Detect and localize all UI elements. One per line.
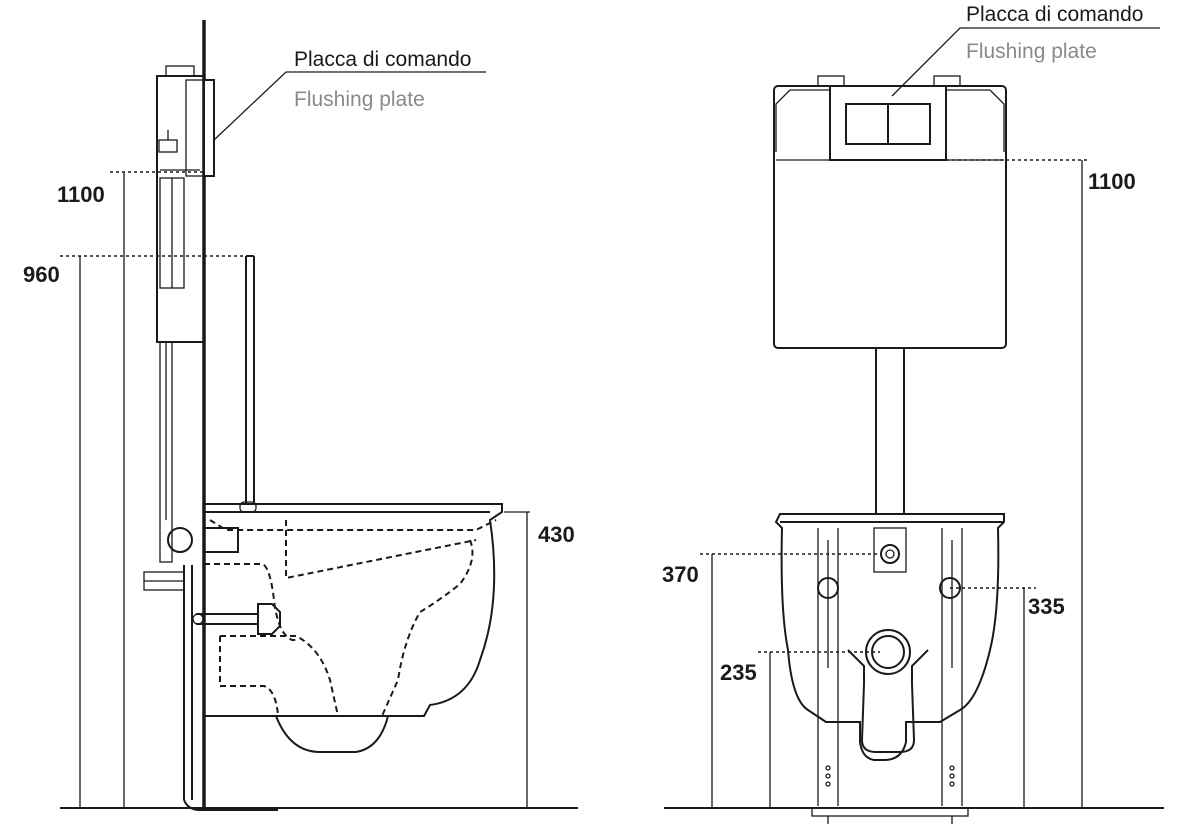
front-dim-370: 370 xyxy=(662,562,699,587)
side-dimension-lines xyxy=(60,171,530,808)
front-dimension-lines xyxy=(700,159,1090,808)
front-dim-335: 335 xyxy=(1028,594,1065,619)
side-seat-lid xyxy=(239,255,257,513)
front-flushing-plate xyxy=(829,85,947,161)
side-dim-1100: 1100 xyxy=(57,182,105,207)
side-view xyxy=(60,20,578,811)
front-callout-title: Placca di comando xyxy=(966,3,1143,26)
front-view xyxy=(664,27,1164,824)
side-callout-title: Placca di comando xyxy=(294,48,471,71)
front-bowl xyxy=(774,513,1005,824)
front-frame-pipe xyxy=(875,348,905,514)
front-dim-1100: 1100 xyxy=(1088,169,1136,194)
side-callout-subtitle: Flushing plate xyxy=(294,88,425,111)
front-callout-subtitle: Flushing plate xyxy=(966,40,1097,63)
front-dim-235: 235 xyxy=(720,660,757,685)
side-bowl xyxy=(203,503,503,753)
front-callout-leader xyxy=(891,27,1160,97)
side-callout-leader xyxy=(213,71,486,141)
side-pipes xyxy=(143,527,281,811)
side-flushing-plate xyxy=(203,79,215,177)
side-dim-430: 430 xyxy=(538,522,575,547)
side-dim-960: 960 xyxy=(23,262,60,287)
